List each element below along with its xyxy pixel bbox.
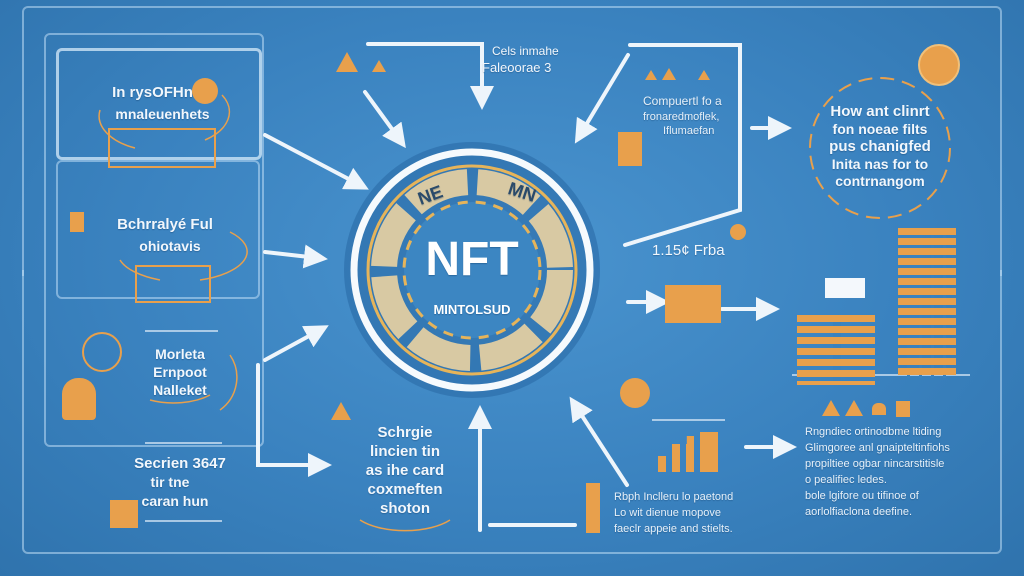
sun-icon	[82, 332, 122, 372]
top-label-line-2: Faleoorae 3	[482, 60, 552, 75]
triangle-icon-2	[662, 68, 676, 80]
nft-title: NFT	[425, 233, 519, 286]
triangle-icon-1	[645, 70, 657, 80]
bottom-center-line-4: coxmeften	[367, 481, 443, 498]
triangle-icon-5	[845, 400, 863, 416]
building-icon	[108, 128, 216, 168]
outer-frame	[22, 6, 1002, 276]
storefront-icon	[135, 265, 211, 303]
data-grid	[797, 315, 875, 385]
person-icon	[872, 403, 886, 415]
boxes-icon	[618, 132, 642, 166]
gift-icon	[665, 285, 721, 323]
bottom-right-line-6: aorlolfiaclona deefine.	[805, 506, 913, 518]
bottom-right-line-1: Rngndiec ortinodbme ltiding	[805, 426, 942, 438]
right-circle-line-1: How ant clinrt	[830, 103, 930, 120]
right-circle-line-2: fon noeae filts	[832, 121, 928, 137]
bottom-center-line-5: shoton	[380, 500, 430, 517]
bottom-middle-line-3: faeclr appeie and stielts.	[614, 523, 733, 535]
bottom-right-line-2: Glimgoree anl gnaipteltinfiohs	[805, 442, 950, 454]
left-panel	[44, 33, 264, 447]
bottom-center-line-1: Schrgie	[377, 424, 433, 441]
lightbulb-icon	[620, 378, 650, 408]
building-tower-icon	[898, 228, 956, 378]
top-right-box-line-2: fronaredmoflek,	[643, 111, 720, 123]
bottom-center-line-2: lincien tin	[369, 443, 440, 460]
triangle-icon-4	[822, 400, 840, 416]
left-panel-1-line-1: In rysOFHn	[112, 84, 193, 101]
left-panel-1-line-2: mnaleuenhets	[115, 106, 210, 122]
coin-icon	[192, 78, 218, 104]
nft-subtitle: MINTOLSUD	[433, 302, 511, 317]
bottom-center-line-3: as ihe card	[365, 462, 445, 479]
warning-icon-small	[372, 60, 386, 72]
right-circle-line-5: contrnangom	[835, 173, 925, 189]
top-label-line-1: Cels inmahe	[492, 44, 559, 58]
screen-icon	[825, 278, 865, 298]
bottom-right-line-3: propiltiee ogbar nincarstitisle	[805, 458, 945, 470]
left-panel-3-line-1: Morleta	[155, 346, 205, 362]
coin-badge-icon	[918, 44, 960, 86]
left-panel-4-line-3: caran hun	[141, 493, 209, 509]
left-panel-2-line-1: Bchrralyé Ful	[117, 216, 213, 233]
left-panel-4-line-1: Secrien 3647	[134, 455, 226, 472]
bottom-right-line-5: bole lgifore ou tifinoe of	[805, 490, 919, 502]
top-right-box-line-3: Iflumaefan	[663, 125, 715, 137]
triangle-icon-3	[698, 70, 710, 80]
document-icon	[70, 212, 84, 232]
left-box-2	[56, 160, 260, 299]
left-box-1	[56, 48, 262, 160]
left-panel-3-line-2: Ernpoot	[153, 364, 207, 380]
bottom-middle-line-2: Lo wit dienue mopove	[614, 507, 722, 519]
top-right-box-line-1: Compuertl fo a	[643, 94, 722, 108]
left-panel-2-line-2: ohiotavis	[139, 238, 201, 254]
right-circle-line-4: Inita nas for to	[831, 156, 929, 172]
bottom-middle-line-1: Rbph Inclleru lo paetond	[614, 491, 734, 503]
people-icon	[62, 378, 96, 420]
pillar-icon	[586, 483, 600, 533]
left-panel-4-line-2: tir tne	[150, 474, 190, 490]
warning-icon-bottom	[331, 402, 351, 420]
right-circle-line-3: pus chanigfed	[829, 138, 931, 155]
outer-frame-bottom	[22, 270, 1002, 554]
warning-icon	[336, 52, 358, 72]
price-label: 1.15¢ Frba	[652, 242, 725, 259]
left-panel-3-line-3: Nalleket	[153, 382, 207, 398]
bottom-right-line-4: o pealifiec ledes.	[805, 474, 887, 486]
wallet-icon	[110, 500, 138, 528]
box-icon	[896, 401, 910, 417]
coin-icon-small	[730, 224, 746, 240]
